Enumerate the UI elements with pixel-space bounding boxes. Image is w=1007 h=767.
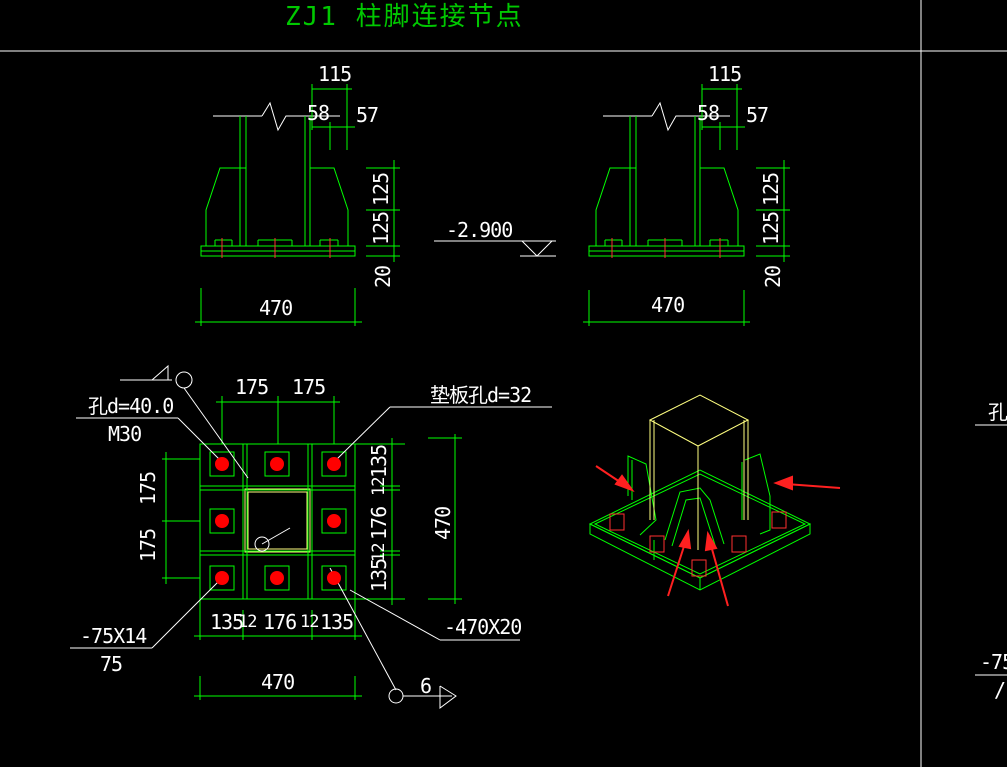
plan-left-dim-1: 175 xyxy=(136,471,160,505)
section-mark-label: 6 xyxy=(420,674,432,698)
stiffener-sub-label: 75 xyxy=(100,652,123,676)
elevation-marker xyxy=(434,240,556,257)
leader-lines xyxy=(70,364,1007,709)
anchor-bolt xyxy=(327,457,341,471)
plan-right-dim-5: 135 xyxy=(367,558,391,592)
dim-470-left: 470 xyxy=(259,296,293,320)
elevation-label: -2.900 xyxy=(446,218,513,242)
dim-125a-right: 125 xyxy=(759,172,783,206)
washer-hole-label: 垫板孔d=32 xyxy=(430,383,532,407)
stiffener-label: -75X14 xyxy=(80,624,147,648)
right-edge-sub-label: / xyxy=(994,678,1006,702)
dim-115-right: 115 xyxy=(708,62,742,86)
bolt-label: M30 xyxy=(108,422,142,446)
dim-125b-right: 125 xyxy=(759,211,783,245)
plan-bolts xyxy=(215,457,341,585)
plan-overall-right: 470 xyxy=(431,506,455,540)
plate-label: -470X20 xyxy=(444,615,522,639)
hole-label: 孔d=40.0 xyxy=(88,394,174,418)
isometric-column xyxy=(648,394,750,550)
dim-58-left: 58 xyxy=(307,101,330,125)
dim-57-right: 57 xyxy=(746,103,769,127)
elevation-view-left xyxy=(195,84,400,326)
plan-overall-bottom: 470 xyxy=(261,670,295,694)
dim-20-left: 20 xyxy=(371,265,395,288)
plan-view xyxy=(162,396,462,700)
dim-115-left: 115 xyxy=(318,62,352,86)
right-edge-label: -75 xyxy=(980,650,1007,674)
plan-bottom-dim-2: 12 xyxy=(238,612,258,632)
anchor-bolt xyxy=(215,571,229,585)
plan-bottom-dim-4: 12 xyxy=(300,612,320,632)
dim-470-right: 470 xyxy=(651,293,685,317)
isometric-view xyxy=(588,453,812,591)
anchor-bolt xyxy=(215,514,229,528)
red-arrows xyxy=(595,465,841,607)
anchor-bolt xyxy=(270,457,284,471)
plan-left-dim-2: 175 xyxy=(136,528,160,562)
plan-right-dim-1: 135 xyxy=(367,444,391,478)
anchor-bolt xyxy=(327,571,341,585)
isometric-bolts xyxy=(609,511,787,577)
plan-bottom-dim-3: 176 xyxy=(263,610,297,634)
plan-top-dim-1: 175 xyxy=(235,375,269,399)
dim-57-left: 57 xyxy=(356,103,379,127)
plan-right-dim-3: 176 xyxy=(367,506,391,540)
plan-bottom-dim-1: 135 xyxy=(210,610,244,634)
plan-bottom-dim-5: 135 xyxy=(320,610,354,634)
elevation-view-right xyxy=(583,84,790,326)
plan-right-dim-2: 12 xyxy=(369,477,389,496)
dim-58-right: 58 xyxy=(697,101,720,125)
anchor-bolt xyxy=(270,571,284,585)
dim-125a-left: 125 xyxy=(369,172,393,206)
dim-20-right: 20 xyxy=(761,265,785,288)
anchor-bolt xyxy=(327,514,341,528)
plan-top-dim-2: 175 xyxy=(292,375,326,399)
dim-125b-left: 125 xyxy=(369,211,393,245)
drawing-title: ZJ1 柱脚连接节点 xyxy=(285,2,524,32)
right-edge-hole-label: 孔 xyxy=(988,400,1007,424)
anchor-bolt xyxy=(215,457,229,471)
